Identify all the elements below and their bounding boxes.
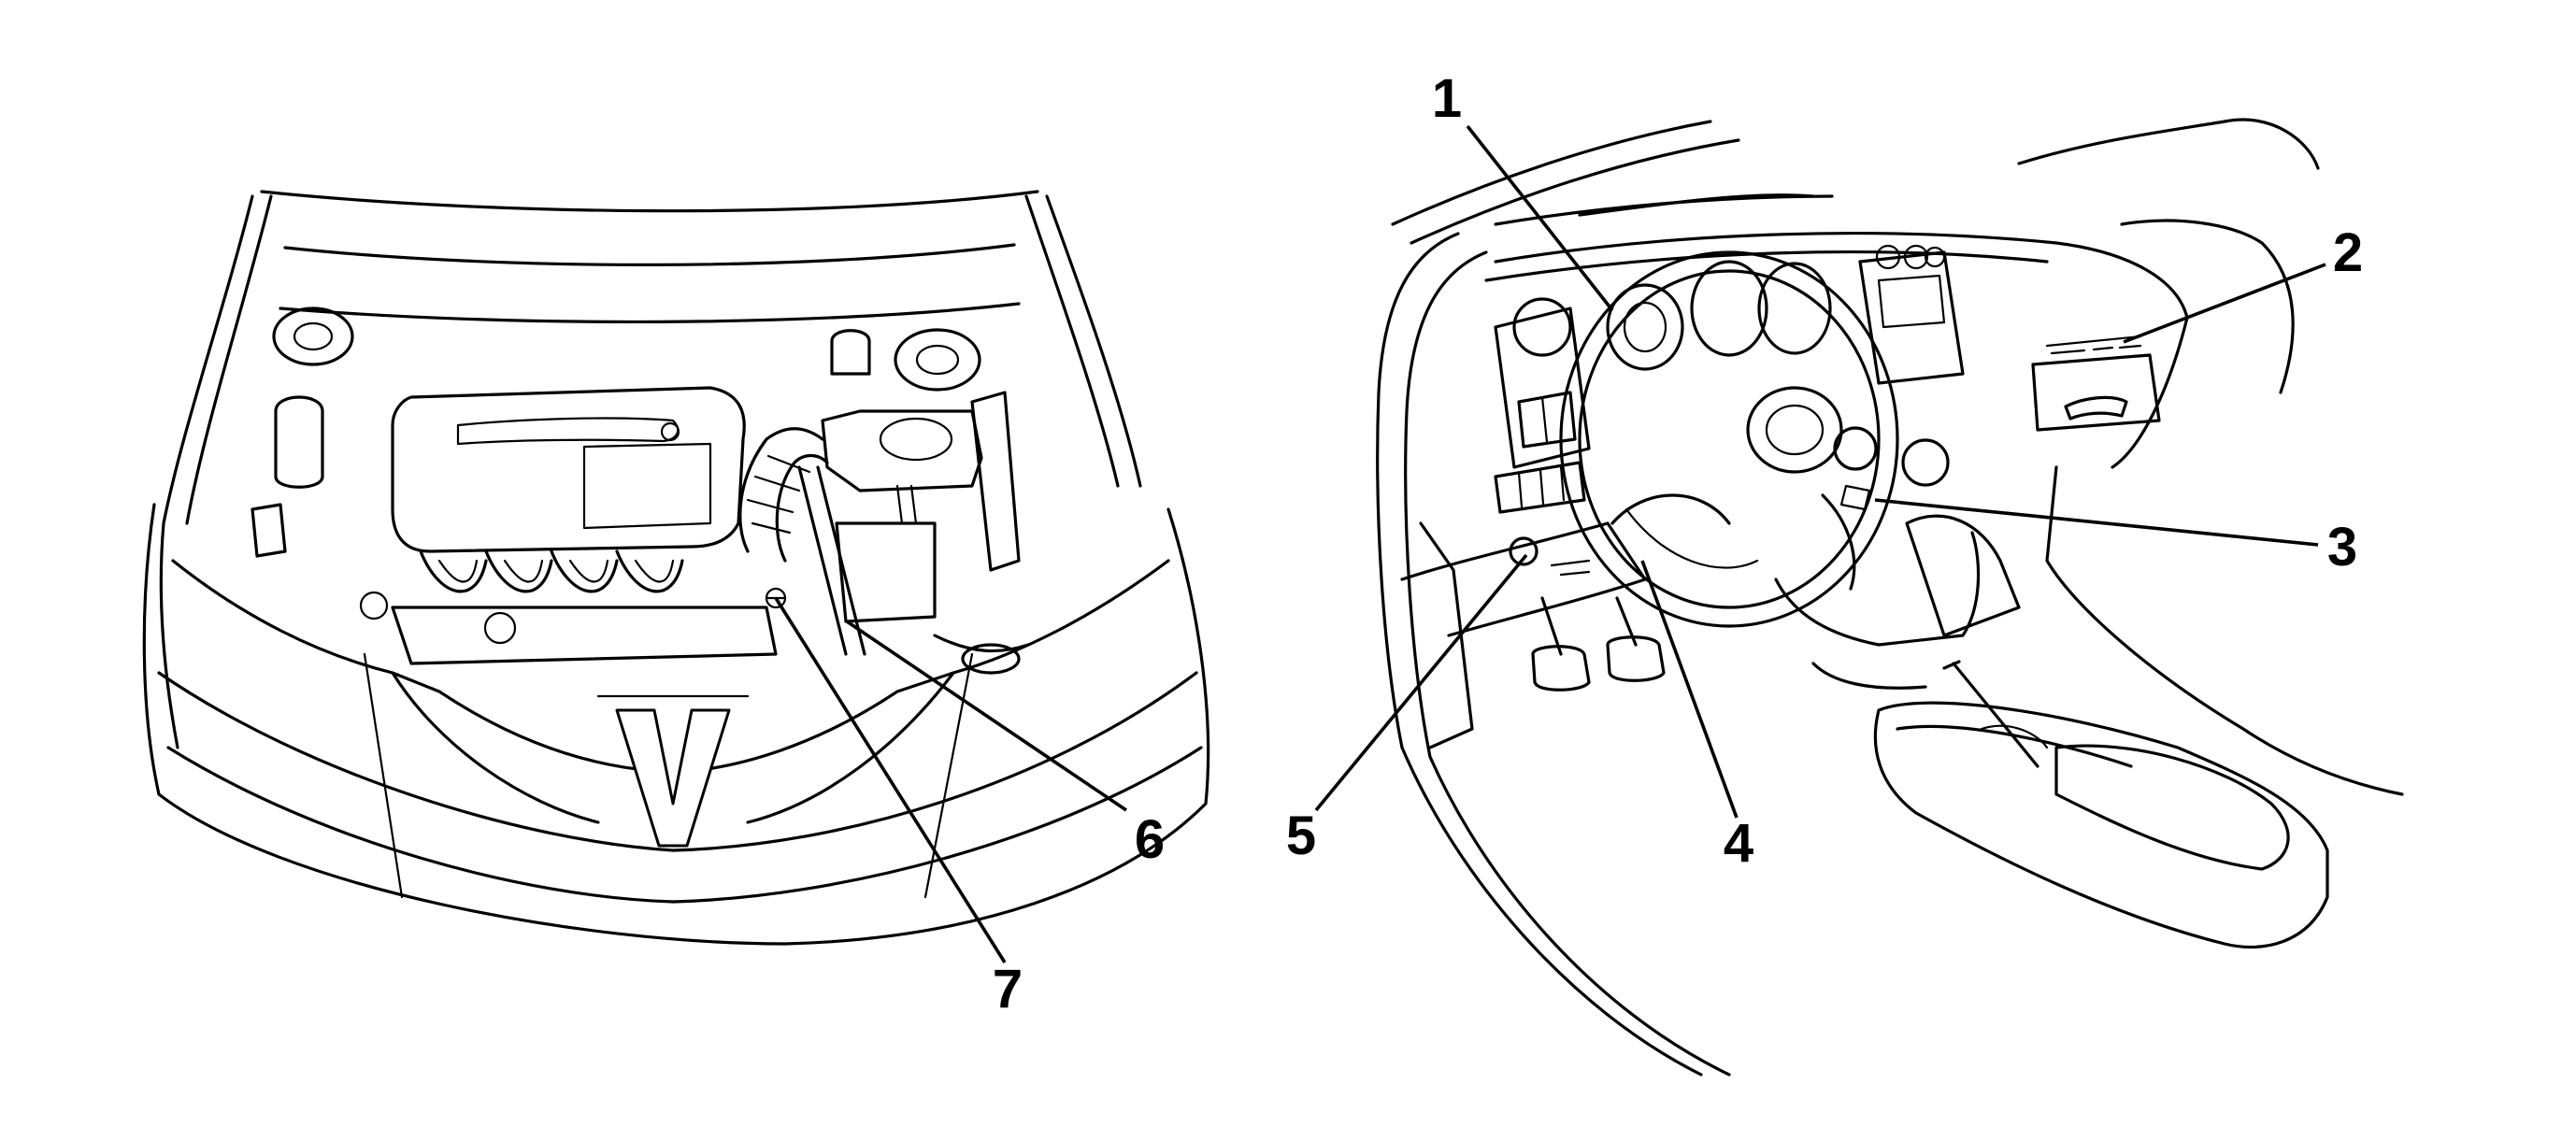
leader-1 [1466, 124, 1614, 312]
callout-1: 1 [1432, 68, 1462, 129]
interior-illustration [1376, 118, 2404, 1077]
callout-6: 6 [1135, 809, 1165, 870]
leader-5 [1314, 553, 1528, 812]
engine-bay-illustration [142, 190, 1210, 946]
callout-4: 4 [1724, 813, 1753, 874]
callout-leaders [774, 124, 2326, 963]
leader-3 [1874, 498, 2319, 547]
callout-labels: 1 2 3 4 5 6 7 [993, 68, 2363, 1020]
leader-4 [1640, 560, 1739, 819]
leader-7 [774, 597, 1007, 963]
callout-5: 5 [1286, 806, 1316, 866]
callout-2: 2 [2333, 222, 2363, 283]
callout-7: 7 [993, 959, 1023, 1020]
callout-3: 3 [2327, 517, 2357, 578]
leader-2 [2123, 263, 2326, 344]
leader-6 [845, 620, 1128, 812]
